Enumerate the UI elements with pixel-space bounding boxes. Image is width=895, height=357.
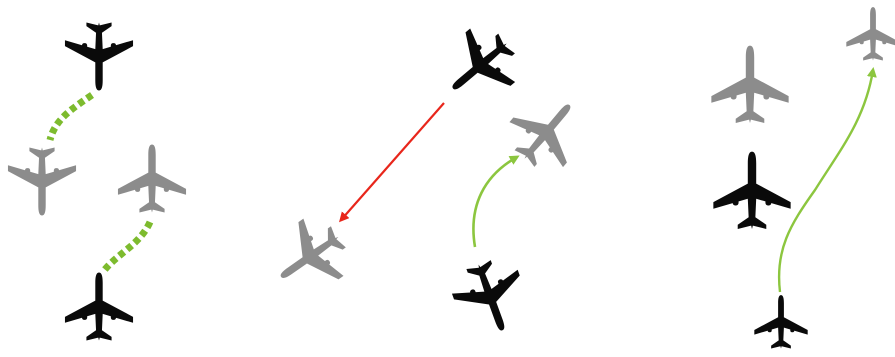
plane-gray-small (846, 7, 895, 60)
plane-black-large (713, 152, 790, 229)
dotted-connector-lower (103, 222, 150, 272)
plane-black-bottom (65, 272, 133, 340)
plane-black-upper (431, 17, 530, 116)
panel-1 (8, 22, 186, 340)
panel-2 (261, 17, 596, 343)
plane-black-small (754, 295, 807, 348)
green-arrow-long (779, 70, 873, 292)
panel-3 (711, 7, 895, 348)
green-arrow-curved (473, 157, 517, 247)
plane-gray-left (8, 147, 76, 215)
plane-gray-right (118, 144, 186, 212)
red-arrow (341, 103, 444, 220)
plane-gray-upper-right (498, 83, 597, 182)
plane-gray-lower-left (261, 208, 358, 305)
plane-black-lower (446, 253, 536, 343)
dotted-connector-upper (50, 95, 92, 140)
plane-gray-large (711, 46, 788, 123)
plane-black-top (65, 22, 133, 90)
